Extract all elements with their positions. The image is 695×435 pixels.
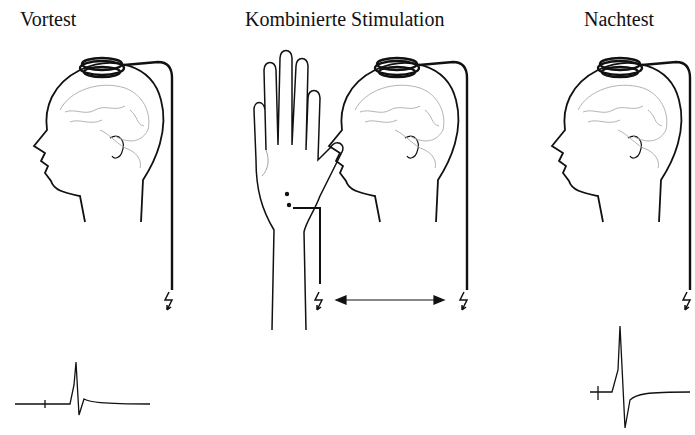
- timing-arrow: [336, 296, 444, 304]
- panel-heading: Vortest: [20, 8, 76, 30]
- electrode-wire: [293, 208, 320, 284]
- stimulus-symbol: [315, 292, 322, 310]
- head-figure: [34, 58, 172, 290]
- emg-trace: [15, 362, 150, 415]
- panel-heading: Kombinierte Stimulation: [245, 8, 444, 30]
- stimulus-symbol: [683, 292, 690, 310]
- panel-heading: Nachtest: [584, 8, 654, 30]
- emg-trace: [590, 326, 690, 428]
- electrode: [285, 192, 291, 207]
- head-figure: [329, 58, 467, 290]
- stimulus-symbol: [165, 292, 172, 310]
- stimulus-symbol: [460, 292, 467, 310]
- hand-figure: [254, 51, 343, 331]
- head-figure: [552, 58, 690, 290]
